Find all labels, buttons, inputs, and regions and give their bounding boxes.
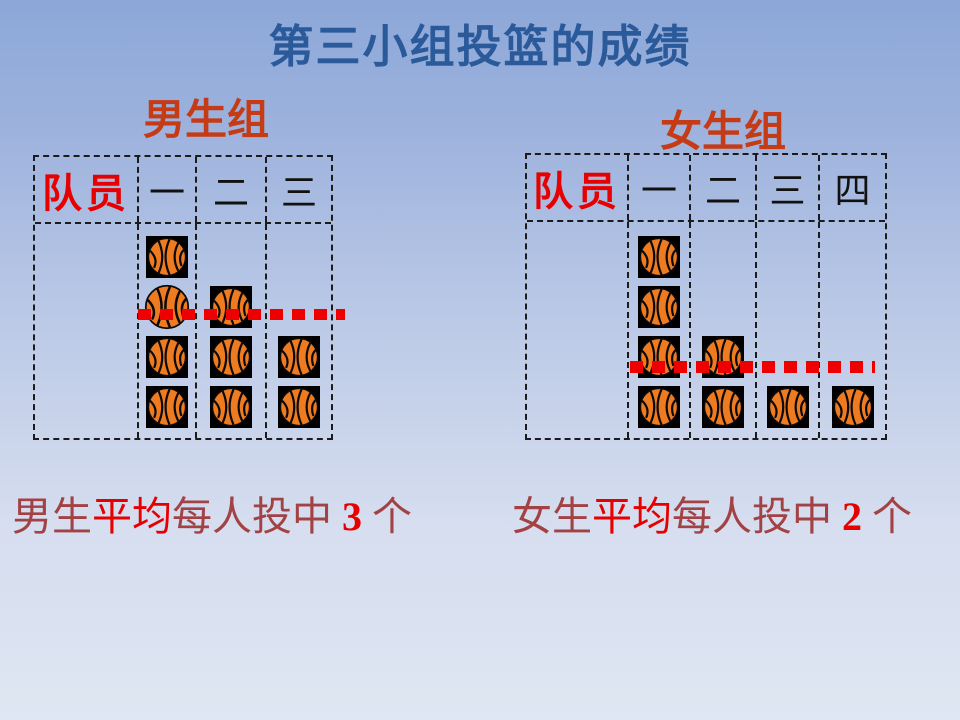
basketball-icon [638, 386, 680, 428]
basketball-icon [638, 286, 680, 328]
player-column-header: 三 [755, 155, 818, 220]
ball-stack-cell [195, 224, 265, 438]
member-body-cell [35, 224, 137, 438]
ball-stack-cell [689, 222, 755, 438]
boys-average-caption: 男生平均每人投中 3 个 [12, 484, 412, 542]
player-column-header: 二 [689, 155, 755, 220]
boys-average-value: 3 [342, 494, 362, 539]
basketball-icon [146, 236, 188, 278]
caption-suffix: 个 [862, 494, 912, 539]
basketball-icon [210, 286, 252, 328]
basketball-icon [638, 236, 680, 278]
basketball-icon [146, 336, 188, 378]
basketball-icon [278, 336, 320, 378]
ball-stack-cell [627, 222, 689, 438]
basketball-icon [702, 386, 744, 428]
caption-suffix: 个 [362, 494, 412, 539]
basketball-icon [210, 336, 252, 378]
player-column-header: 二 [195, 157, 265, 222]
girls-header-row: 队员一二三四 [527, 155, 885, 222]
ball-stack-cell [818, 222, 885, 438]
caption-average-word: 平均 [92, 494, 172, 539]
girls-pictograph-table: 队员一二三四 [525, 153, 887, 440]
player-column-header: 一 [627, 155, 689, 220]
basketball-icon [766, 386, 809, 428]
basketball-icon [144, 284, 190, 330]
ball-stack-cell [755, 222, 818, 438]
boys-average-dashed-line [138, 309, 345, 320]
ball-stack-cell [265, 224, 331, 438]
girls-group-title: 女生组 [660, 108, 787, 155]
basketball-icon [278, 386, 320, 428]
player-column-header: 三 [265, 157, 331, 222]
player-column-header: 一 [137, 157, 195, 222]
ball-stack-cell [137, 224, 195, 438]
caption-middle: 每人投中 [172, 494, 342, 539]
boys-pictograph-table: 队员一二三 [33, 155, 345, 440]
caption-middle: 每人投中 [672, 494, 842, 539]
basketball-icon [831, 386, 874, 428]
caption-subject: 男生 [12, 494, 92, 539]
girls-average-value: 2 [842, 494, 862, 539]
player-column-header: 四 [818, 155, 885, 220]
member-header-cell: 队员 [42, 170, 130, 216]
girls-body-row [527, 222, 885, 438]
member-header-cell: 队员 [533, 168, 621, 214]
boys-header-row: 队员一二三 [35, 157, 331, 224]
boys-body-row [35, 224, 331, 438]
girls-average-dashed-line [630, 361, 875, 373]
basketball-icon [146, 386, 188, 428]
caption-average-word: 平均 [592, 494, 672, 539]
caption-subject: 女生 [512, 494, 592, 539]
boys-group-title: 男生组 [143, 96, 270, 143]
member-body-cell [527, 222, 627, 438]
page-title: 第三小组投篮的成绩 [268, 21, 692, 72]
girls-average-caption: 女生平均每人投中 2 个 [512, 484, 912, 542]
basketball-icon [210, 386, 252, 428]
